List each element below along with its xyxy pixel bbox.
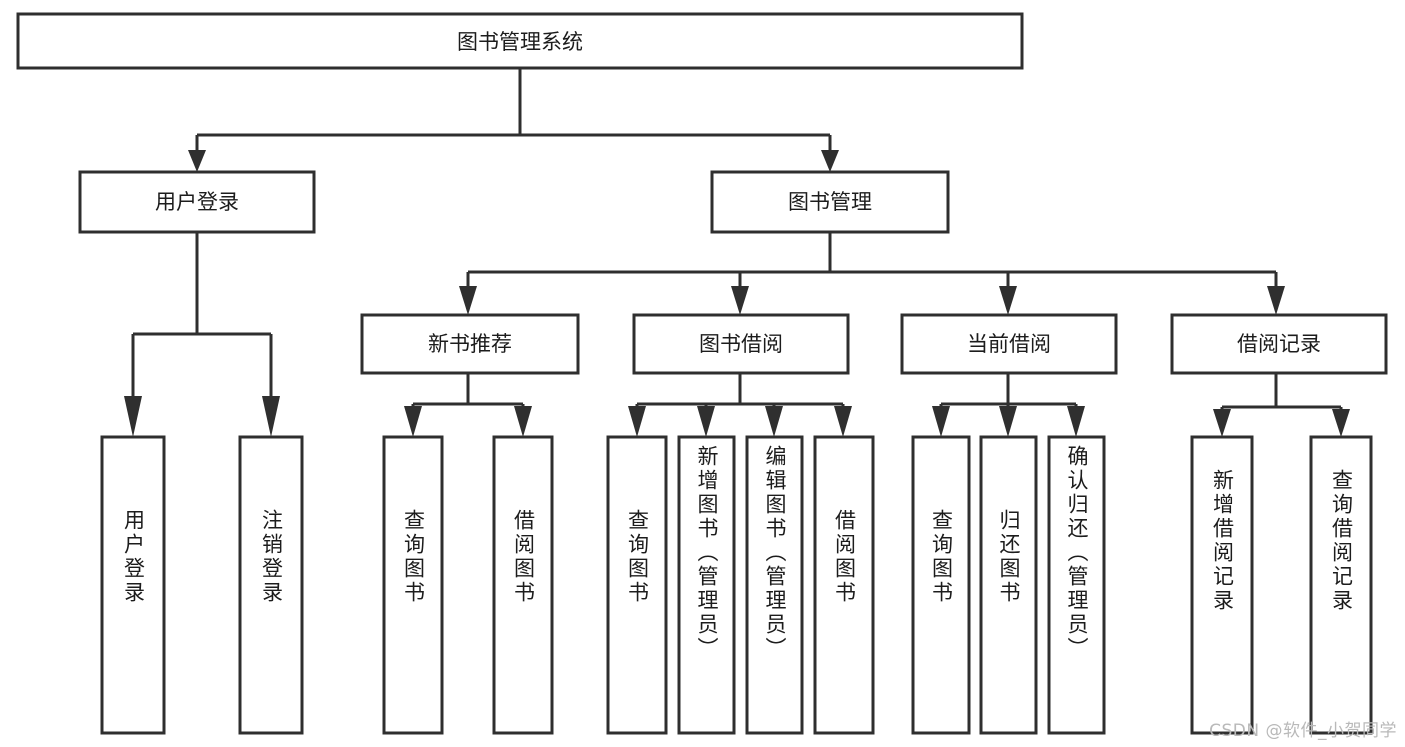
leaf-user-login-box[interactable] (100, 435, 166, 735)
arrow-book-borrow-leaf-2 (697, 406, 715, 437)
node-book-manage-box[interactable] (710, 170, 950, 234)
arrow-to-current-borrow (999, 286, 1017, 315)
leaf-query-book-1-box[interactable] (382, 435, 444, 735)
node-new-book-recommend[interactable]: 新书推荐 (360, 313, 580, 375)
node-book-manage-label: 图书管理 (788, 190, 872, 214)
node-current-borrow-box[interactable] (900, 313, 1118, 375)
leaf-return-book-box[interactable] (979, 435, 1038, 735)
connector-layer (124, 68, 1350, 437)
leaf-box-layer (100, 435, 1373, 735)
leaf-edit-book-admin-box[interactable] (745, 435, 804, 735)
leaf-query-borrow-record-box[interactable] (1309, 435, 1373, 735)
leaf-add-borrow-record-box[interactable] (1190, 435, 1254, 735)
node-user-login-label: 用户登录 (155, 190, 239, 214)
arrow-current-borrow-leaf-1 (932, 406, 950, 437)
node-book-borrow-label: 图书借阅 (699, 332, 783, 356)
arrow-root-to-user-login (188, 150, 206, 172)
arrow-to-borrow-record (1267, 286, 1285, 315)
node-root[interactable]: 图书管理系统 (16, 12, 1024, 70)
arrow-to-new-book-recommend (459, 286, 477, 315)
arrow-current-borrow-leaf-3 (1067, 406, 1085, 437)
node-current-borrow-label: 当前借阅 (967, 332, 1051, 356)
leaf-add-book-admin-box[interactable] (677, 435, 736, 735)
node-root-label: 图书管理系统 (457, 30, 583, 54)
node-new-book-recommend-box[interactable] (360, 313, 580, 375)
arrow-user-login-leaf-2 (262, 396, 280, 437)
leaf-query-book-3-box[interactable] (911, 435, 971, 735)
node-new-book-recommend-label: 新书推荐 (428, 332, 512, 356)
leaf-logout-login-box[interactable] (238, 435, 304, 735)
arrow-user-login-leaf-1 (124, 396, 142, 437)
arrow-new-book-leaf-2 (514, 406, 532, 437)
node-user-login[interactable]: 用户登录 (78, 170, 316, 234)
arrow-borrow-record-leaf-1 (1213, 409, 1231, 437)
node-borrow-record-box[interactable] (1170, 313, 1388, 375)
node-book-borrow[interactable]: 图书借阅 (632, 313, 850, 375)
leaf-borrow-book-1-box[interactable] (492, 435, 554, 735)
node-current-borrow[interactable]: 当前借阅 (900, 313, 1118, 375)
leaf-confirm-return-admin-box[interactable] (1047, 435, 1106, 735)
node-borrow-record[interactable]: 借阅记录 (1170, 313, 1388, 375)
node-borrow-record-label: 借阅记录 (1237, 332, 1321, 356)
leaf-borrow-book-2-box[interactable] (813, 435, 875, 735)
node-root-box[interactable] (16, 12, 1024, 70)
leaf-query-book-2-box[interactable] (606, 435, 668, 735)
node-book-borrow-box[interactable] (632, 313, 850, 375)
node-user-login-box[interactable] (78, 170, 316, 234)
arrow-to-book-borrow (731, 286, 749, 315)
arrow-borrow-record-leaf-2 (1332, 409, 1350, 437)
arrow-root-to-book-manage (821, 150, 839, 172)
arrow-new-book-leaf-1 (404, 406, 422, 437)
arrow-book-borrow-leaf-1 (628, 406, 646, 437)
node-book-manage[interactable]: 图书管理 (710, 170, 950, 234)
arrow-book-borrow-leaf-4 (834, 406, 852, 437)
arrow-current-borrow-leaf-2 (999, 406, 1017, 437)
csdn-watermark: CSDN @软件_小贺同学 (1209, 721, 1397, 741)
arrow-book-borrow-leaf-3 (765, 406, 783, 437)
